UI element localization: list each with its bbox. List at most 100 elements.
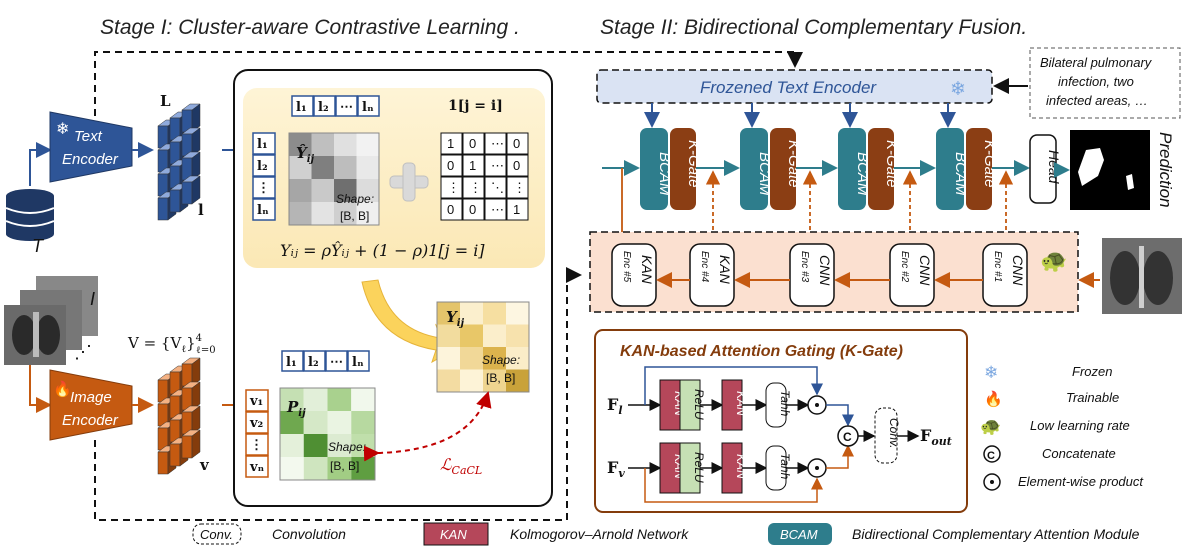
identity-cell: [484, 132, 507, 155]
matrix-cell: [483, 369, 506, 392]
kgate-title: KAN-based Attention Gating (K-Gate): [620, 343, 903, 360]
token-label: l₁: [286, 355, 297, 370]
matrix-cell: [356, 156, 379, 179]
token-cell: [347, 350, 370, 372]
l-label: l: [198, 201, 204, 219]
report-line-1: Bilateral pulmonary: [1040, 55, 1153, 70]
identity-value: ⋱: [491, 180, 504, 195]
matrix-cell: [460, 324, 483, 347]
identity-value: 1: [469, 158, 476, 173]
y-shape-label: Shape:: [482, 353, 520, 367]
report-text-box: [1029, 47, 1181, 119]
matrix-cell: [356, 202, 379, 225]
feature-cube-side: [191, 429, 201, 459]
legend-right: ❄ Frozen 🔥 Trainable 🐢 Low learning rate…: [980, 363, 1144, 491]
matrix-cell: [437, 347, 460, 370]
identity-value: 0: [447, 158, 454, 173]
matrix-cell: [483, 347, 506, 370]
encoder-type-label: CNN: [1010, 255, 1026, 286]
kgate-block: [868, 128, 894, 210]
matrix-cell: [327, 411, 352, 434]
token-label: l₁: [296, 100, 307, 115]
text-encoder-label-2: Encoder: [62, 151, 119, 168]
encoder-type-label: KAN: [639, 255, 655, 285]
snowflake-icon: ❄: [984, 363, 998, 382]
token-cell: [335, 95, 358, 117]
identity-cell: [506, 132, 529, 155]
identity-cell: [506, 154, 529, 177]
matrix-cell: [506, 324, 529, 347]
matrix-cell: [327, 457, 352, 480]
encoder-block: [982, 243, 1028, 307]
legend-conv-label: Convolution: [272, 526, 346, 542]
text-feature-stack: [157, 103, 201, 221]
legend-frozen: Frozen: [1072, 364, 1112, 379]
conv-label: Conv.: [887, 418, 901, 448]
matrix-cell: [351, 388, 375, 411]
bcam-block: [936, 128, 964, 210]
report-line-3: infected areas, …: [1046, 93, 1148, 108]
identity-cell: [440, 132, 463, 155]
identity-cell: [462, 154, 485, 177]
y-shape-value: [B, B]: [486, 371, 515, 385]
bcam-block: [640, 128, 668, 210]
feature-cube-side: [191, 127, 201, 157]
legend-kan-tag: KAN: [440, 527, 467, 542]
kgate-label: K-Gate: [883, 140, 900, 188]
image-feature-stack: [157, 357, 201, 475]
identity-value: ⋯: [491, 202, 504, 217]
feature-input-label: Fv: [607, 458, 625, 480]
y-label: Yij: [446, 308, 465, 329]
product-dot: [815, 466, 819, 470]
identity-cell: [484, 198, 507, 221]
matrix-cell: [311, 179, 334, 202]
matrix-cell: [303, 457, 328, 480]
stage2-title: Stage II: Bidirectional Complementary Fu…: [600, 16, 1027, 39]
bcam-label: BCAM: [756, 152, 773, 196]
identity-cell: [462, 132, 485, 155]
database-icon: [5, 189, 55, 241]
token-cell: [313, 95, 336, 117]
residual-path: [644, 366, 823, 405]
legend-bcam-tag: BCAM: [780, 527, 818, 542]
token-label: ⋯: [330, 355, 343, 370]
I-label: I: [90, 289, 95, 309]
matrix-cell: [351, 411, 375, 434]
identity-cell: [440, 176, 463, 199]
T-label: T: [32, 236, 45, 256]
v-label: v: [199, 456, 210, 474]
matrix-cell: [506, 369, 529, 392]
identity-value: ⋮: [513, 180, 526, 195]
identity-value: 0: [447, 202, 454, 217]
matrix-cell: [280, 388, 304, 411]
matrix-cell: [334, 179, 357, 202]
identity-value: 0: [513, 136, 520, 151]
text-encoder-label-1: Text: [74, 128, 103, 145]
token-cell: [245, 411, 269, 434]
relu-label: ReLU: [692, 452, 706, 483]
feature-cube-side: [191, 103, 201, 133]
matrix-cell: [334, 202, 357, 225]
token-cell: [252, 198, 276, 221]
token-label: l₁: [257, 137, 268, 152]
matrix-cell: [311, 156, 334, 179]
token-cell: [303, 350, 326, 372]
encoder-index-label: Enc #3: [799, 251, 810, 283]
token-cell: [291, 95, 314, 117]
token-cell: [281, 350, 304, 372]
legend-low-lr: Low learning rate: [1030, 418, 1130, 433]
kan-label: KAN: [734, 454, 748, 479]
feature-cube: [169, 189, 181, 213]
report-line-2: infection, two: [1058, 74, 1134, 89]
yhat-shape-value: [B, B]: [340, 209, 369, 223]
bcam-label: BCAM: [952, 152, 969, 196]
identity-cell: [462, 198, 485, 221]
token-cell: [245, 455, 269, 478]
matrix-cell: [483, 324, 506, 347]
dashed-loop-connector: [94, 51, 803, 128]
legend-kan-label: Kolmogorov–Arnold Network: [510, 526, 689, 542]
token-cell: [252, 176, 276, 199]
p-label: Pij: [286, 398, 306, 419]
